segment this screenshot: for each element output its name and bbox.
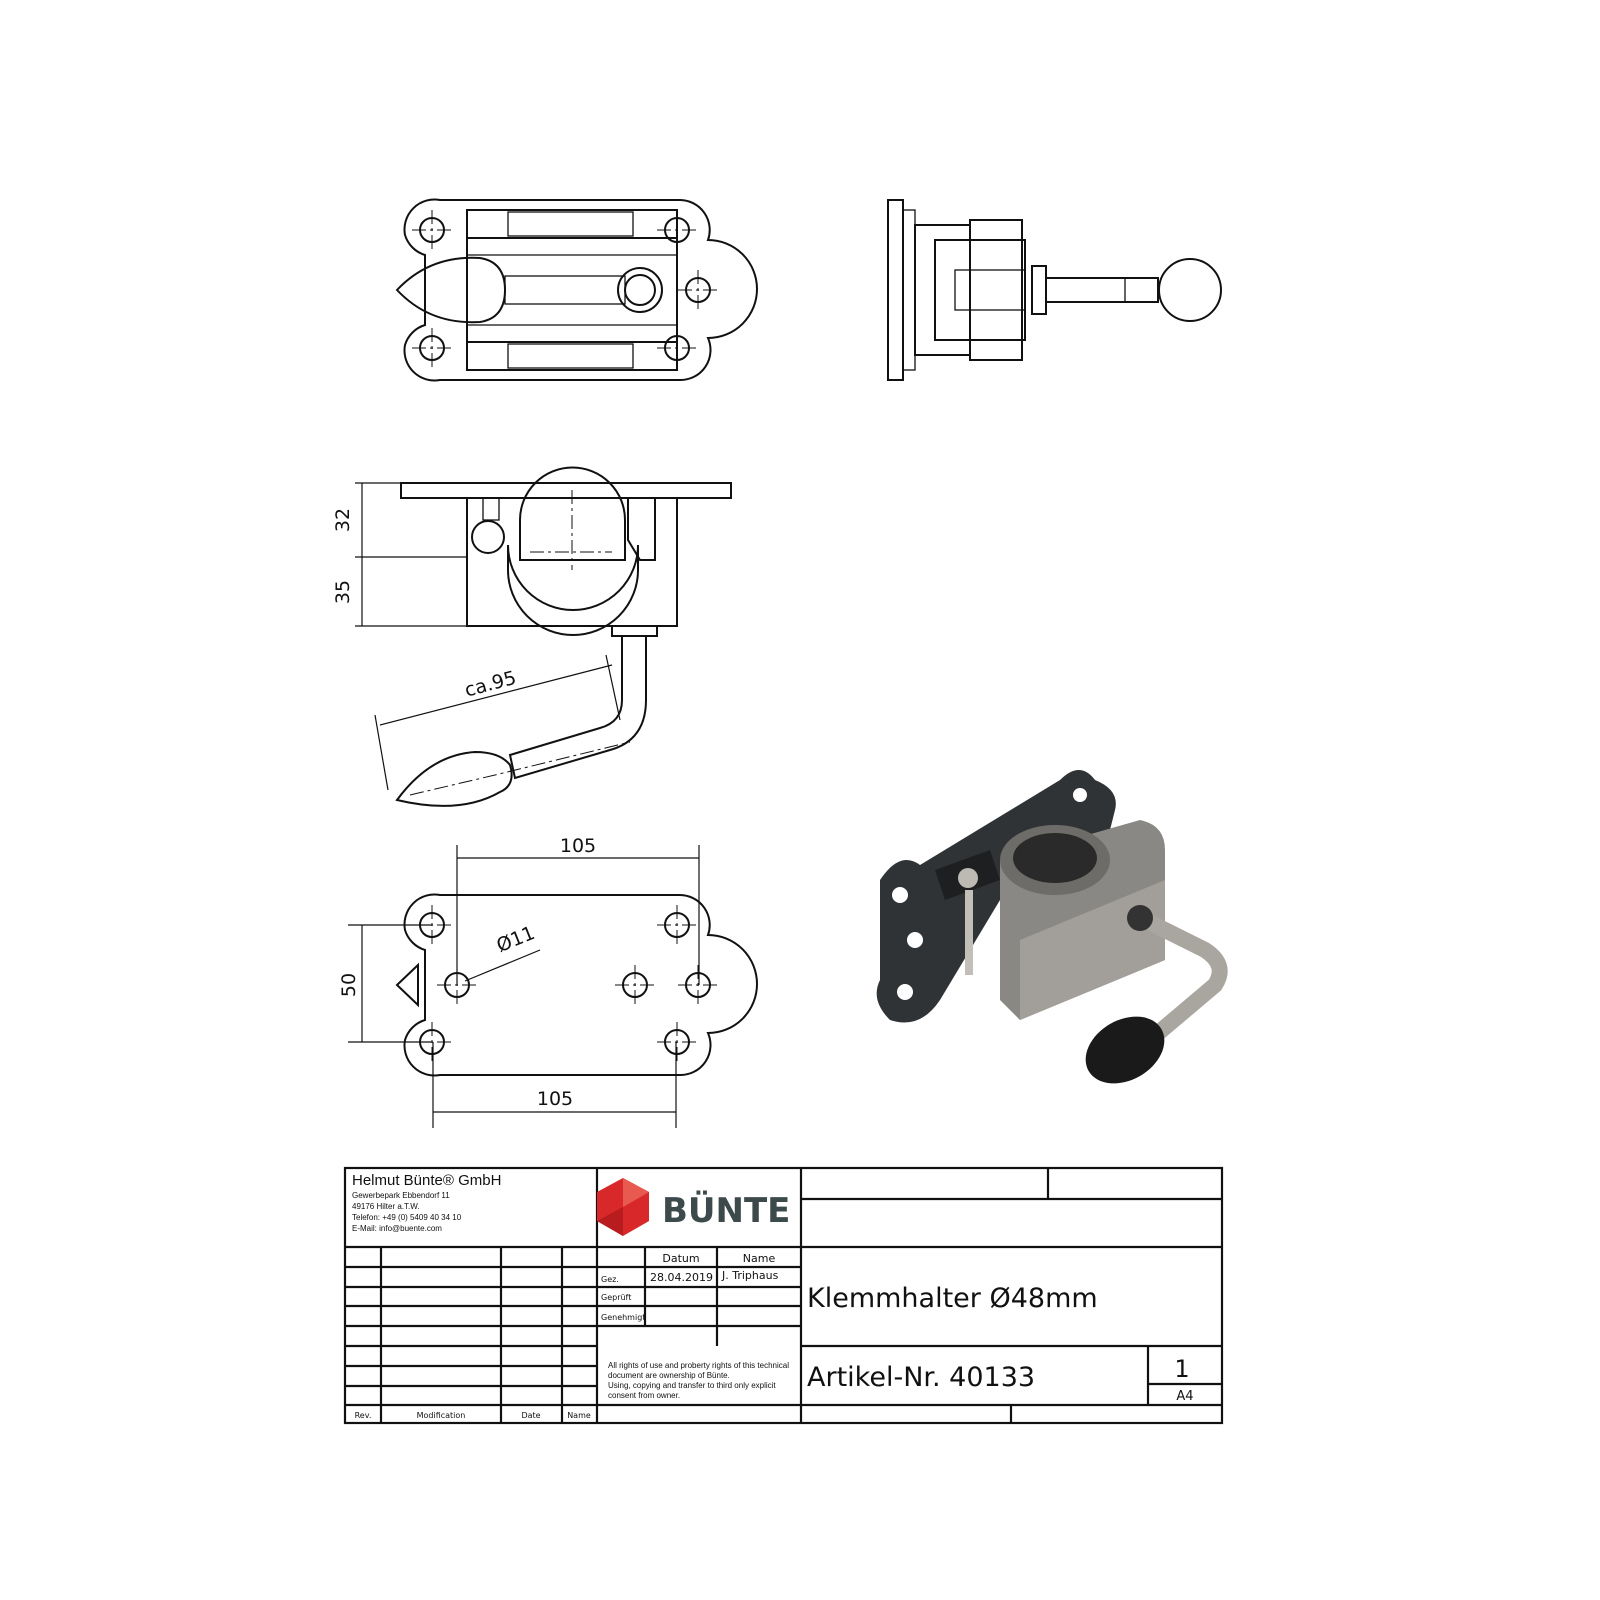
bottom-view: 105 105 50 Ø11 (338, 835, 758, 1128)
side-view (887, 199, 1222, 381)
top-view (395, 198, 758, 382)
rights-line: Using, copying and transfer to third onl… (608, 1381, 776, 1390)
logo-text: BÜNTE (662, 1190, 790, 1231)
product-render (876, 770, 1228, 1084)
article-number: Artikel-Nr. 40133 (807, 1362, 1035, 1393)
title-block-frame (343, 1166, 1224, 1425)
geprueft-label: Geprüft (601, 1293, 631, 1302)
company-address-1: Gewerbepark Ebbendorf 11 (352, 1191, 450, 1200)
revision-table: Rev. Modification Date Name (355, 1411, 591, 1420)
rights-notice: All rights of use and proberty rights of… (608, 1361, 789, 1400)
datum-header: Datum (662, 1252, 699, 1265)
dim-width-top: 105 (560, 835, 596, 857)
company-info: Helmut Bünte® GmbH Gewerbepark Ebbendorf… (352, 1172, 501, 1233)
approval-table: Datum Name Gez. 28.04.2019 J. Triphaus G… (601, 1252, 779, 1322)
genehmigt-label: Genehmigt (601, 1313, 645, 1322)
dim-width-bottom: 105 (537, 1088, 573, 1110)
date-header: Date (521, 1411, 540, 1420)
gez-label: Gez. (601, 1275, 619, 1284)
rights-line: document are ownership of Bünte. (608, 1371, 730, 1380)
company-phone: Telefon: +49 (0) 5409 40 34 10 (352, 1213, 462, 1222)
rev-header: Rev. (355, 1411, 372, 1420)
name-header: Name (567, 1411, 591, 1420)
drawing-title: Klemmhalter Ø48mm (807, 1283, 1098, 1314)
paper-format: A4 (1176, 1389, 1193, 1404)
front-view: 32 35 ca.95 (332, 466, 732, 807)
gez-name: J. Triphaus (721, 1269, 779, 1282)
company-name: Helmut Bünte® GmbH (352, 1172, 501, 1189)
sheet-number: 1 (1174, 1355, 1189, 1383)
bunte-logo: BÜNTE (597, 1178, 790, 1236)
dim-height-bottom: 35 (332, 580, 354, 604)
company-address-2: 49176 Hilter a.T.W. (352, 1202, 420, 1211)
mounting-holes-top (412, 210, 718, 368)
dim-hole-height: 50 (338, 973, 360, 997)
dim-hole-diameter: Ø11 (493, 922, 538, 957)
rights-line: consent from owner. (608, 1391, 680, 1400)
rights-line: All rights of use and proberty rights of… (608, 1361, 789, 1370)
approval-name-header: Name (743, 1252, 776, 1265)
modification-header: Modification (417, 1411, 466, 1420)
gez-date: 28.04.2019 (650, 1271, 713, 1284)
mounting-holes-bottom (412, 905, 718, 1062)
dim-height-top: 32 (332, 508, 354, 532)
company-email: E-Mail: info@buente.com (352, 1224, 442, 1233)
